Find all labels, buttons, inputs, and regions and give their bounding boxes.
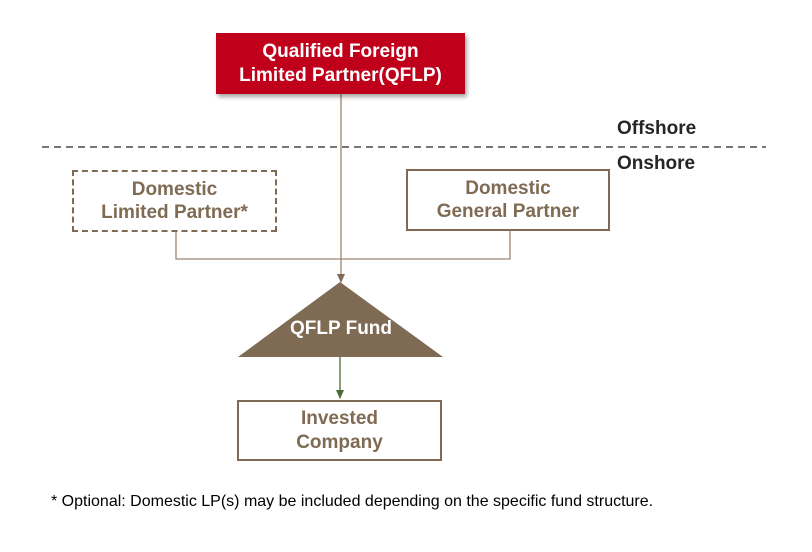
domestic-general-partner-box: Domestic General Partner bbox=[406, 169, 610, 231]
offshore-label: Offshore bbox=[617, 118, 697, 139]
onshore-label: Onshore bbox=[617, 153, 696, 174]
qflp-box-label: Qualified Foreign Limited Partner(QFLP) bbox=[239, 41, 442, 86]
footnote: * Optional: Domestic LP(s) may be includ… bbox=[51, 493, 654, 510]
qflp-box: Qualified Foreign Limited Partner(QFLP) bbox=[216, 33, 465, 94]
domestic-limited-partner-label: Domestic Limited Partner* bbox=[101, 178, 248, 223]
qflp-fund-triangle bbox=[238, 282, 443, 357]
invested-company-label: Invested Company bbox=[296, 408, 383, 453]
domestic-partners-connector bbox=[175, 231, 511, 260]
domestic-limited-partner-box: Domestic Limited Partner* bbox=[72, 170, 277, 232]
domestic-general-partner-label: Domestic General Partner bbox=[436, 177, 580, 222]
qflp-fund-label: QFLP Fund bbox=[289, 318, 393, 339]
invested-company-box: Invested Company bbox=[237, 400, 442, 461]
